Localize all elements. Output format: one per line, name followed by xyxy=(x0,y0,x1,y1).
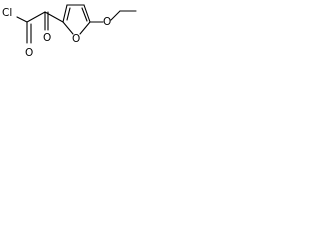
bond-cl-c1 xyxy=(16,16,28,23)
ring-oxygen-label: O xyxy=(72,33,80,45)
ring-double-c4-c5 xyxy=(81,7,88,22)
bond-c2-ring-c2 xyxy=(44,11,64,23)
ketone-oxygen-label: O xyxy=(43,32,51,44)
ring-double-c2-c3 xyxy=(66,7,71,21)
carbonyl-oxygen-label: O xyxy=(25,47,33,59)
ether-oxygen-label: O xyxy=(103,16,111,28)
ring-bond-c5-c4 xyxy=(83,4,91,23)
ring-bond-c3-c2 xyxy=(62,4,68,23)
chemical-structure-diagram: Cl O O O O xyxy=(2,4,137,59)
chlorine-label: Cl xyxy=(2,7,12,19)
bond-o-ether-ch2 xyxy=(110,10,121,21)
bond-c1-c2 xyxy=(26,11,46,23)
ring-bond-c2-o xyxy=(62,21,74,35)
atom-labels: Cl O O O O xyxy=(2,7,111,59)
ring-bond-o-c5 xyxy=(79,21,91,35)
bonds xyxy=(16,4,137,44)
